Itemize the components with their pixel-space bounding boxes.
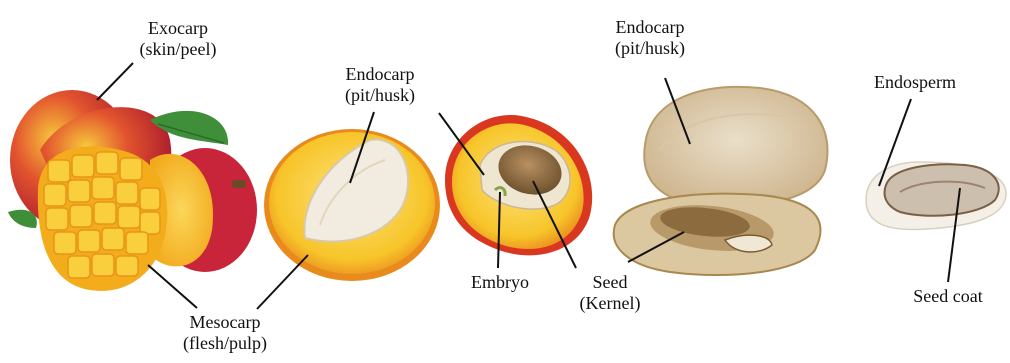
embryo-label: Embryo [455, 272, 545, 293]
endocarp-label-husk-line1: Endocarp [595, 17, 705, 38]
endocarp-label-half-line2: (pit/husk) [325, 85, 435, 106]
open-husk-with-seed [614, 87, 828, 275]
mango-half-with-endocarp [264, 129, 440, 281]
embryo-label-text: Embryo [455, 272, 545, 293]
endocarp-label-half: Endocarp (pit/husk) [325, 64, 435, 106]
mesocarp-label-line1: Mesocarp [165, 312, 285, 333]
cubed-mesocarp-icon [38, 146, 167, 291]
mesocarp-pointer [148, 265, 197, 308]
whole-mango-illustration [8, 90, 257, 291]
endosperm-label-text: Endosperm [855, 72, 975, 93]
seed-kernel-label: Seed (Kernel) [560, 272, 660, 314]
mesocarp-label: Mesocarp (flesh/pulp) [165, 312, 285, 354]
endosperm-label: Endosperm [855, 72, 975, 93]
exocarp-label-line1: Exocarp [118, 18, 238, 39]
mesocarp-label-line2: (flesh/pulp) [165, 333, 285, 354]
endocarp-label-half-line1: Endocarp [325, 64, 435, 85]
mango-half-with-seed [445, 115, 592, 255]
seed-kernel-label-line1: Seed [560, 272, 660, 293]
seed-coat-label: Seed coat [893, 286, 1003, 307]
seed-cross-section [866, 162, 1006, 230]
exocarp-label-line2: (skin/peel) [118, 39, 238, 60]
exocarp-pointer [97, 63, 133, 100]
endocarp-label-husk: Endocarp (pit/husk) [595, 17, 705, 59]
seed-kernel-label-line2: (Kernel) [560, 293, 660, 314]
exocarp-label: Exocarp (skin/peel) [118, 18, 238, 60]
mesocarp-pointer-2 [257, 255, 308, 309]
seed-coat-label-text: Seed coat [893, 286, 1003, 307]
endocarp-label-husk-line2: (pit/husk) [595, 38, 705, 59]
